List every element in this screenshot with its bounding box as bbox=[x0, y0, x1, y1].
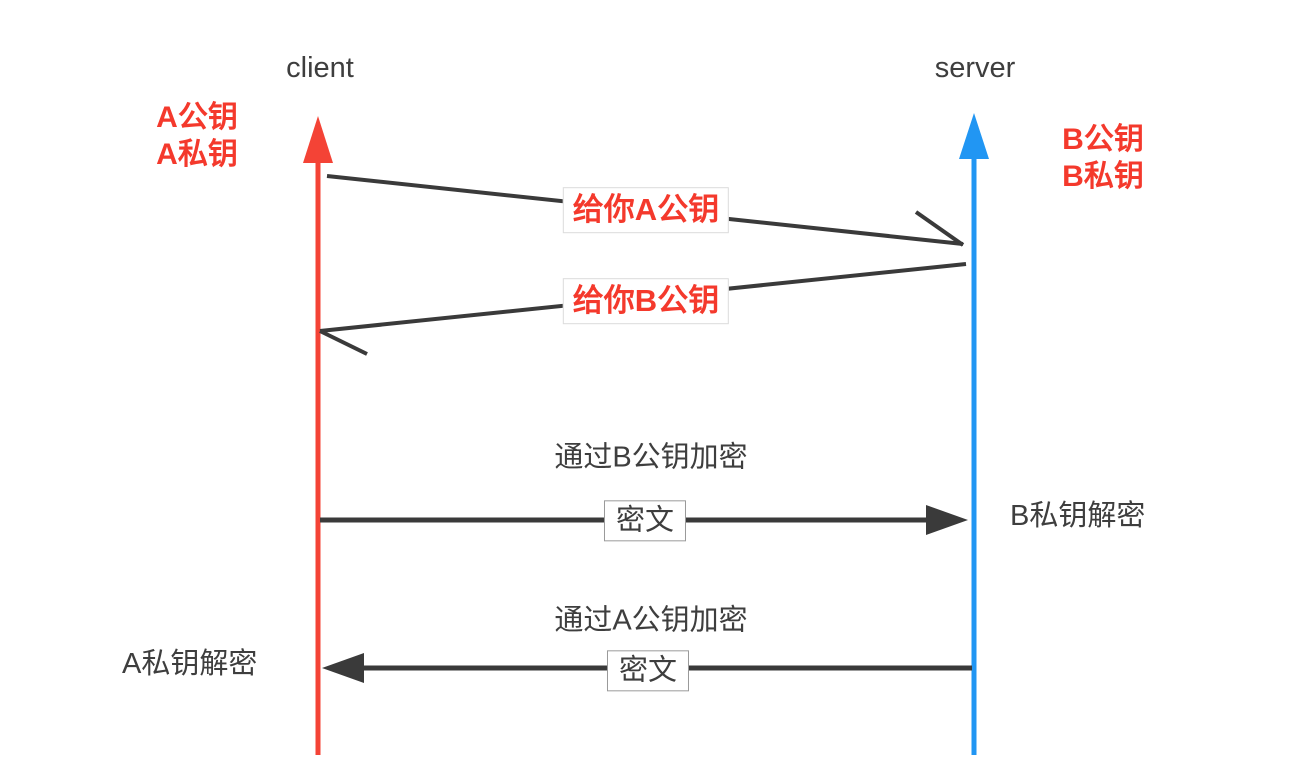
server-lifeline-up-arrowhead-icon bbox=[959, 113, 989, 159]
client-keys: A公钥 A私钥 bbox=[138, 99, 256, 173]
client-label: client bbox=[286, 52, 354, 84]
message-4-decrypt-label: A私钥解密 bbox=[122, 648, 258, 680]
message-3-ciphertext-box: 密文 bbox=[603, 500, 687, 542]
message-3-solid-arrowhead-icon bbox=[926, 505, 968, 535]
message-2-open-arrowhead-icon bbox=[319, 329, 368, 356]
message-4-caption: 通过A公钥加密 bbox=[554, 604, 748, 637]
message-1-label: 给你A公钥 bbox=[562, 187, 730, 233]
message-4-ciphertext-box: 密文 bbox=[606, 650, 690, 692]
server-label: server bbox=[934, 52, 1016, 84]
client-private-key-label: A私钥 bbox=[156, 138, 238, 171]
message-2-label: 给你B公钥 bbox=[562, 278, 730, 324]
client-public-key-label: A公钥 bbox=[156, 101, 238, 134]
message-3-decrypt-label: B私钥解密 bbox=[1010, 500, 1146, 532]
message-3-caption: 通过B公钥加密 bbox=[554, 441, 748, 474]
server-private-key-label: B私钥 bbox=[1062, 160, 1144, 193]
client-lifeline-up-arrowhead-icon bbox=[303, 116, 333, 163]
message-4-solid-arrowhead-icon bbox=[322, 653, 364, 683]
server-keys: B公钥 B私钥 bbox=[1044, 121, 1162, 195]
message-1-open-arrowhead-icon bbox=[914, 210, 965, 247]
server-public-key-label: B公钥 bbox=[1062, 123, 1144, 156]
